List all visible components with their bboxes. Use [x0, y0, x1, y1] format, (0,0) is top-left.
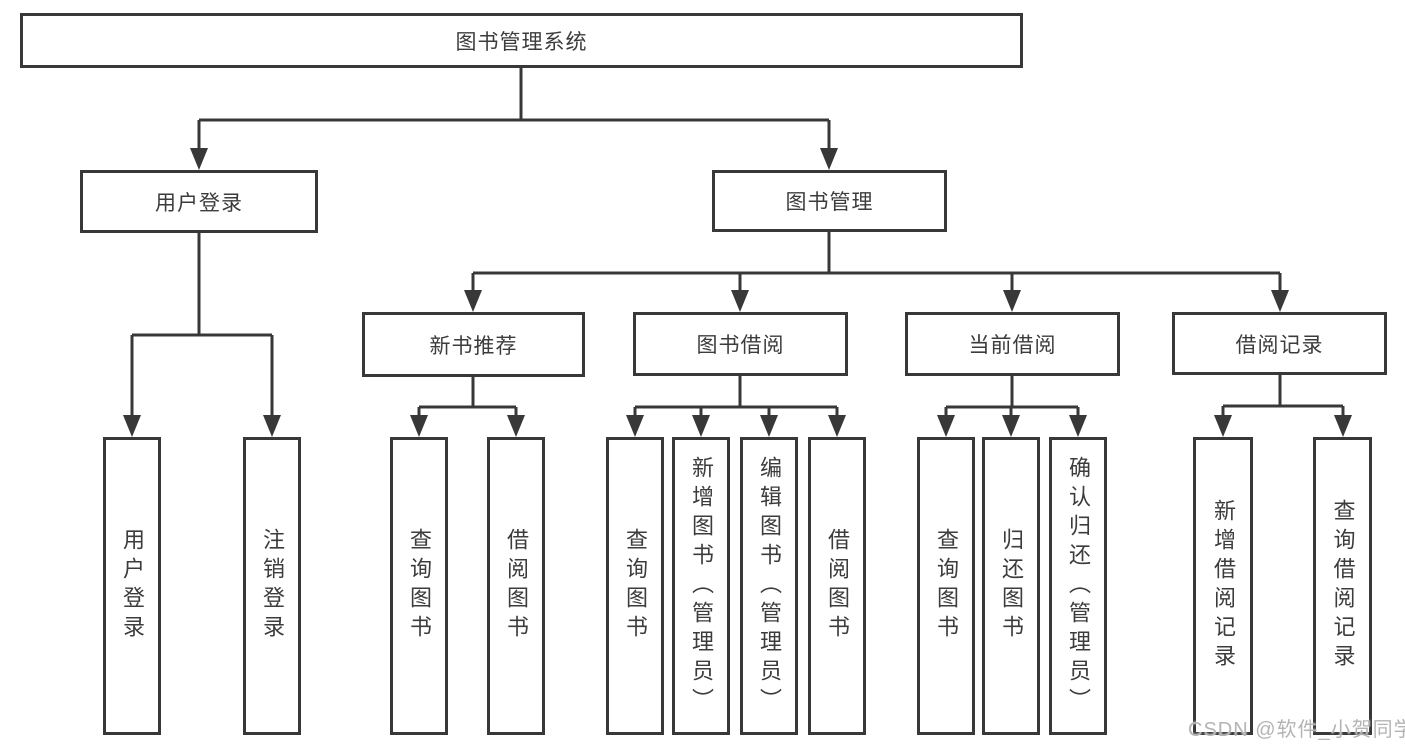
leaf-bb-borrow-books-label: 借阅图书 [825, 528, 850, 644]
leaf-rec-add-record-label: 新增借阅记录 [1211, 499, 1236, 673]
node-current-borrow-label: 当前借阅 [968, 334, 1057, 357]
arrowheads [123, 148, 1352, 437]
leaf-logout: 注销登录 [243, 437, 301, 735]
leaf-bb-edit-books-admin-label: 编辑图书（管理员） [757, 455, 782, 717]
leaf-cb-return-books-label: 归还图书 [999, 528, 1024, 644]
leaf-nbr-search-books: 查询图书 [390, 437, 448, 735]
node-user-login-label: 用户登录 [155, 191, 243, 215]
csdn-watermark: CSDN @软件_小贺同学 [1188, 719, 1405, 741]
leaf-cb-return-books: 归还图书 [982, 437, 1040, 735]
leaf-cb-confirm-return-admin-label: 确认归还（管理员） [1066, 455, 1091, 717]
node-user-login: 用户登录 [80, 170, 318, 233]
node-borrow-records-label: 借阅记录 [1235, 333, 1324, 357]
node-root-label: 图书管理系统 [455, 30, 588, 54]
leaf-logout-label: 注销登录 [260, 528, 285, 644]
leaf-cb-search-books-label: 查询图书 [934, 528, 959, 644]
leaf-nbr-search-books-label: 查询图书 [407, 528, 432, 644]
leaf-bb-borrow-books: 借阅图书 [808, 437, 866, 735]
node-borrow-records: 借阅记录 [1172, 312, 1387, 375]
leaf-bb-search-books: 查询图书 [606, 437, 664, 735]
leaf-bb-edit-books-admin: 编辑图书（管理员） [740, 437, 798, 735]
leaf-bb-search-books-label: 查询图书 [623, 528, 648, 644]
leaf-rec-search-record-label: 查询借阅记录 [1330, 499, 1356, 673]
leaf-user-login-label: 用户登录 [120, 528, 145, 644]
leaf-rec-search-record: 查询借阅记录 [1313, 437, 1372, 735]
node-book-borrow: 图书借阅 [633, 312, 848, 376]
node-root: 图书管理系统 [20, 13, 1023, 68]
leaf-bb-add-books-admin: 新增图书（管理员） [672, 437, 730, 735]
node-book-management: 图书管理 [712, 170, 947, 232]
leaf-user-login: 用户登录 [103, 437, 161, 735]
node-current-borrow: 当前借阅 [905, 312, 1120, 376]
node-new-book-recommend-label: 新书推荐 [429, 334, 518, 358]
leaf-rec-add-record: 新增借阅记录 [1193, 437, 1253, 735]
leaf-cb-search-books: 查询图书 [917, 437, 975, 735]
node-book-borrow-label: 图书借阅 [696, 334, 785, 357]
leaf-nbr-borrow-books: 借阅图书 [487, 437, 545, 735]
leaf-cb-confirm-return-admin: 确认归还（管理员） [1049, 437, 1107, 735]
node-new-book-recommend: 新书推荐 [362, 312, 585, 377]
leaf-nbr-borrow-books-label: 借阅图书 [504, 528, 529, 644]
leaf-bb-add-books-admin-label: 新增图书（管理员） [689, 455, 714, 717]
node-book-management-label: 图书管理 [785, 191, 874, 214]
